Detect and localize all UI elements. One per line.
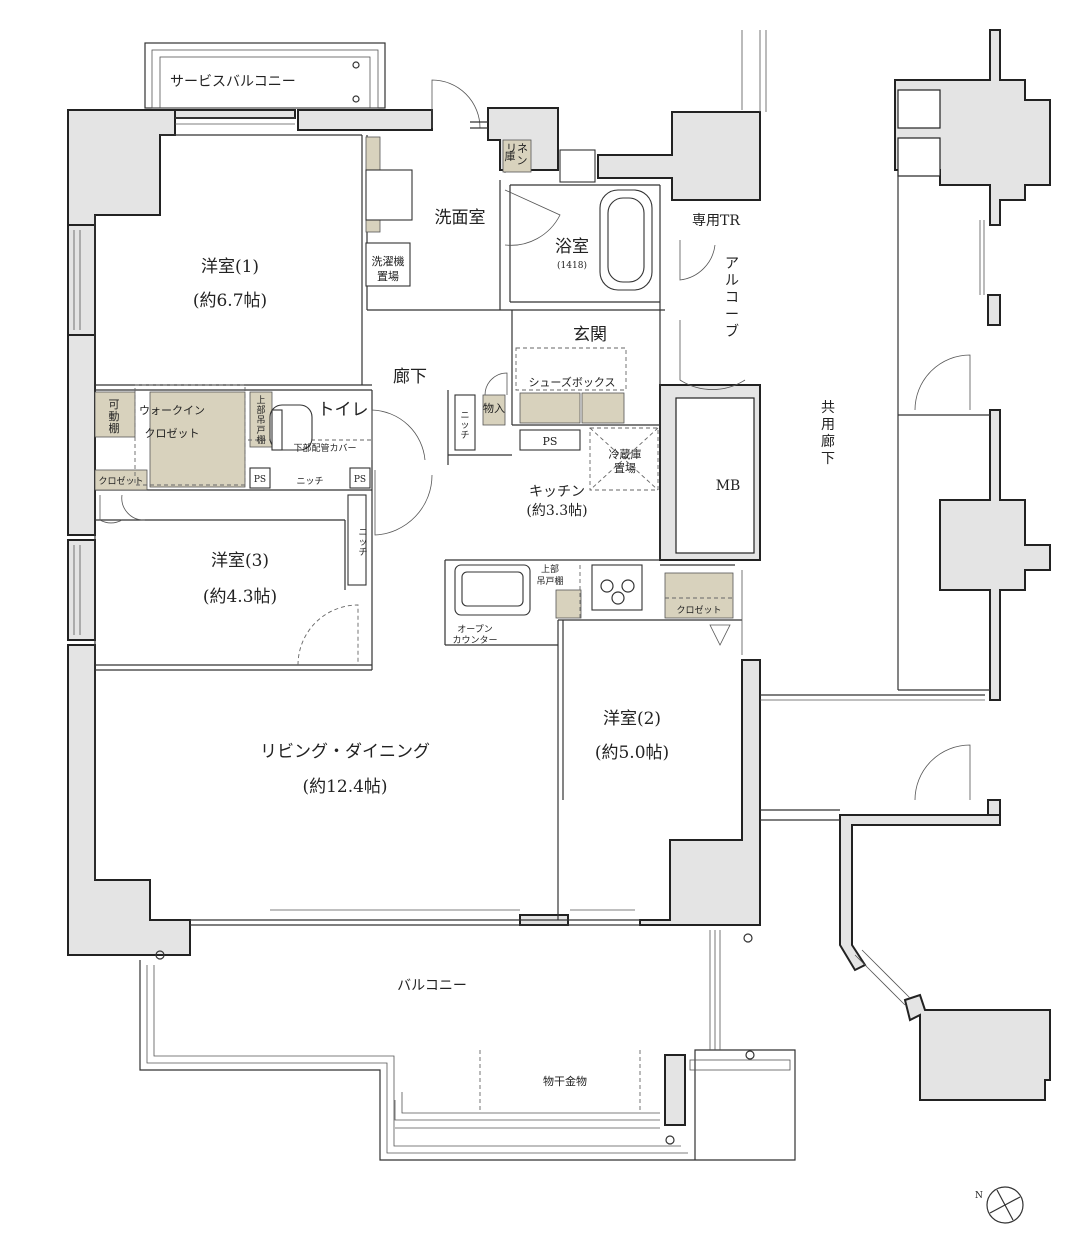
storage-areas [94, 136, 734, 619]
western-room-1-size: (約6.7帖) [193, 291, 267, 311]
kitchen-upper-shelf-2: 吊戸棚 [536, 575, 563, 587]
open-counter-label-1: オープン [457, 624, 492, 635]
corridor-niche-label: ニ ッ チ [460, 411, 469, 441]
common-corridor-char-4: 下 [821, 451, 835, 467]
alcove-char-3: コ [725, 290, 739, 306]
fridge-label-2: 置場 [614, 462, 636, 475]
movable-shelf-char-2: 動 [109, 409, 120, 423]
walk-in-label-1: ウォークイン [139, 404, 205, 417]
niche-label: ニッチ [296, 476, 323, 487]
room3-niche-char-1: ニ [358, 528, 367, 538]
toilet-upper-shelf-label: 上 部 吊 戸 棚 [256, 395, 265, 446]
western-room-2-size: (約5.0帖) [595, 743, 669, 763]
common-corridor-char-1: 共 [821, 400, 835, 416]
washroom-label: 洗面室 [435, 208, 486, 228]
common-corridor-label: 共 用 廊 下 [821, 400, 835, 467]
exterior-walls [67, 107, 761, 956]
room3-niche-char-2: ッ [358, 538, 367, 548]
washer-label-1: 洗濯機 [372, 254, 405, 268]
washer-label-2: 置場 [377, 270, 399, 283]
western-room-1-name: 洋室(1) [201, 257, 259, 277]
corridor-label: 廊下 [393, 367, 427, 387]
toilet-upper-shelf-char-4: 戸 [256, 425, 265, 436]
room3-niche-char-3: チ [358, 547, 367, 558]
open-counter-label-2: カウンター [452, 635, 497, 646]
ldk-name: リビング・ダイニング [260, 742, 430, 762]
fridge-label-1: 冷蔵庫 [609, 447, 642, 461]
toilet-upper-shelf-char-3: 吊 [256, 415, 265, 426]
north-arrow-icon: N [975, 1186, 1024, 1224]
movable-shelf-char-1: 可 [109, 398, 120, 411]
ps-left-label: PS [254, 475, 266, 485]
linen-label-3: 庫 [505, 149, 516, 163]
linen-label-2: ン [517, 154, 528, 167]
toilet-upper-shelf-char-1: 上 [256, 395, 265, 406]
private-tr-label: 専用TR [692, 213, 740, 229]
kitchen-size: (約3.3帖) [526, 503, 587, 519]
closet-room3-label: クロゼット [98, 475, 143, 487]
clothes-hanger-label: 物干金物 [543, 1074, 587, 1088]
room3-niche-label: ニ ッ チ [358, 528, 367, 558]
niche-char-1: ニ [460, 411, 469, 421]
alcove-char-2: ル [725, 273, 739, 289]
niche-char-3: チ [460, 430, 469, 441]
kitchen-name: キッチン [529, 484, 585, 500]
western-room-3-size: (約4.3帖) [203, 587, 277, 607]
movable-shelf-char-3: 棚 [109, 421, 120, 435]
toilet-label: トイレ [318, 400, 369, 420]
service-balcony [144, 42, 386, 109]
neighbor-structure [760, 29, 1051, 1101]
mb-label: MB [716, 478, 741, 494]
common-corridor-char-3: 廊 [821, 433, 835, 450]
toilet-upper-shelf-char-2: 部 [256, 404, 265, 416]
toilet-upper-shelf-char-5: 棚 [256, 434, 265, 446]
ldk-size: (約12.4帖) [302, 777, 387, 797]
windows [73, 117, 743, 911]
kitchen-upper-shelf-1: 上部 [541, 563, 559, 575]
dashed-outlines [134, 347, 733, 620]
bathroom-name: 浴室 [555, 237, 589, 257]
alcove-char-4: ー [725, 307, 739, 323]
svg-text:N: N [975, 1191, 983, 1201]
ps-right-label: PS [354, 475, 366, 485]
balcony [139, 930, 796, 1161]
balcony-label: バルコニー [397, 978, 467, 994]
walk-in-label-2: クロゼット [145, 427, 200, 440]
alcove-char-5: ブ [725, 323, 739, 340]
storage-label: 物入 [483, 401, 505, 415]
niche-char-2: ッ [460, 421, 469, 431]
western-room-2-name: 洋室(2) [603, 709, 661, 729]
linen-label-1: リネ [506, 142, 528, 155]
alcove-label: ア ル コ ー ブ [725, 256, 739, 340]
service-balcony-label: サービスバルコニー [170, 74, 296, 90]
common-corridor-char-2: 用 [821, 417, 835, 433]
western-room-3-name: 洋室(3) [211, 551, 269, 571]
alcove-char-1: ア [725, 256, 739, 272]
pipe-cover-label: 下部配管カバー [293, 442, 356, 454]
ps-entrance-label: PS [543, 435, 558, 448]
fixtures [249, 121, 653, 616]
closet-room2-label: クロゼット [676, 604, 721, 616]
shoe-box-label: シューズボックス [528, 375, 615, 389]
bathroom-size: (1418) [557, 260, 587, 271]
entrance-label: 玄関 [573, 325, 607, 345]
